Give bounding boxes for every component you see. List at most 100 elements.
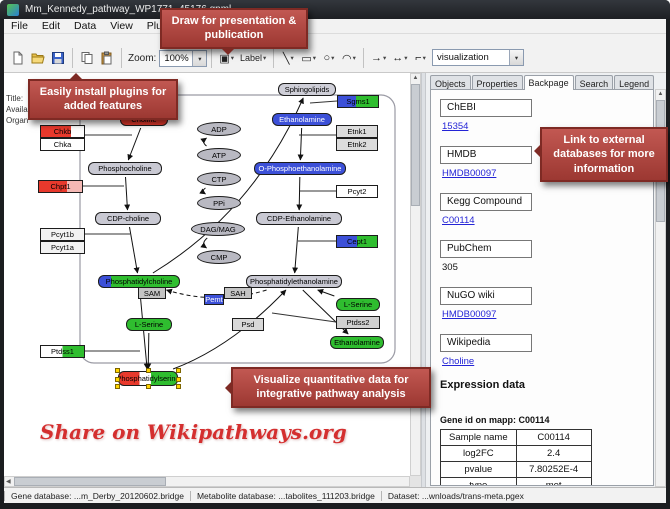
pathway-node-l-serine-left[interactable]: L-Serine: [126, 318, 172, 331]
pathway-node-cdp-ethanolamine[interactable]: CDP-Ethanolamine: [256, 212, 342, 225]
oval-tool-button[interactable]: ○▾: [319, 48, 339, 68]
database-header-wikipedia: Wikipedia: [440, 334, 532, 352]
selection-handle[interactable]: [176, 376, 181, 382]
pathway-node-psd[interactable]: Psd: [232, 318, 264, 331]
toolbar-separator: [121, 48, 122, 68]
selection-handle[interactable]: [176, 368, 181, 373]
scroll-up-icon[interactable]: ▲: [412, 75, 419, 81]
pathway-node-dag-mag[interactable]: DAG/MAG: [191, 222, 245, 236]
pathway-node-cdp-choline[interactable]: CDP-choline: [95, 212, 161, 225]
copy-button[interactable]: [77, 48, 97, 68]
paste-button[interactable]: [97, 48, 117, 68]
pathway-node-ethanolamine-right[interactable]: Ethanolamine: [330, 336, 384, 349]
scroll-left-icon[interactable]: ◀: [6, 479, 11, 485]
zoom-combobox[interactable]: 100%▾: [159, 50, 208, 67]
open-file-button[interactable]: [28, 48, 48, 68]
info-line: Title:: [6, 94, 24, 103]
scroll-up-icon[interactable]: ▲: [657, 91, 664, 97]
scroll-thumb[interactable]: [411, 84, 420, 206]
selection-handle[interactable]: [115, 368, 120, 373]
label-tool-button[interactable]: Label▾: [237, 48, 269, 68]
pathway-node-chpt1[interactable]: Chpt1: [38, 180, 83, 193]
pathway-node-ethanolamine-top[interactable]: Ethanolamine: [272, 113, 332, 126]
paste-icon: [100, 51, 114, 65]
database-header-kegg-compound: Kegg Compound: [440, 193, 532, 211]
zoom-label: Zoom:: [128, 53, 157, 64]
tab-search[interactable]: Search: [574, 75, 614, 90]
pathway-node-pcyt1b[interactable]: Pcyt1b: [40, 228, 85, 241]
save-file-button[interactable]: [48, 48, 68, 68]
pathway-node-sah[interactable]: SAH: [224, 287, 252, 299]
pathway-node-phosphocholine[interactable]: Phosphocholine: [88, 162, 162, 175]
tab-legend[interactable]: Legend: [614, 75, 655, 90]
pathway-node-etnk2[interactable]: Etnk2: [336, 138, 378, 151]
pathway-node-adp[interactable]: ADP: [197, 122, 241, 136]
gene-id-line: Gene id on mapp: C00114: [440, 415, 550, 425]
pathway-node-pcyt1a[interactable]: Pcyt1a: [40, 241, 85, 254]
menu-data[interactable]: Data: [74, 20, 97, 32]
chevron-down-icon[interactable]: ▾: [509, 50, 523, 65]
pathway-node-pemt[interactable]: Pemt: [204, 294, 224, 305]
pathway-node-sam[interactable]: SAM: [138, 287, 166, 299]
pathway-node-pcyt2[interactable]: Pcyt2: [336, 185, 378, 198]
table-cell: 2.4: [515, 445, 592, 462]
menu-edit[interactable]: Edit: [41, 20, 61, 32]
rectangle-tool-button[interactable]: ▭▾: [298, 48, 319, 68]
pathway-node-etnk1[interactable]: Etnk1: [336, 125, 378, 138]
double-connector-tool-button[interactable]: ↔▾: [389, 48, 410, 68]
selection-handle[interactable]: [146, 368, 151, 373]
chevron-down-icon: ▾: [290, 55, 294, 62]
pathway-node-ptdss1[interactable]: Ptdss1: [40, 345, 85, 358]
line-tool-icon: ╲: [282, 52, 290, 65]
arc-tool-button[interactable]: ◠▾: [339, 48, 359, 68]
pathway-node-sphingolipids[interactable]: Sphingolipids: [278, 83, 336, 96]
canvas-vertical-scrollbar[interactable]: ▲: [410, 73, 421, 476]
selection-handle[interactable]: [146, 384, 151, 389]
table-cell: pvalue: [440, 461, 517, 478]
chevron-down-icon: ▾: [404, 55, 408, 62]
info-line: Availa: [6, 105, 28, 114]
line-tool-button[interactable]: ╲▾: [278, 48, 298, 68]
scroll-thumb[interactable]: [13, 477, 166, 486]
database-link[interactable]: 15354: [442, 121, 469, 132]
pathway-node-l-serine-right[interactable]: L-Serine: [336, 298, 380, 311]
pathway-node-cmp[interactable]: CMP: [197, 250, 241, 264]
pathway-node-ptdss2[interactable]: Ptdss2: [336, 316, 380, 329]
title-bar[interactable]: Mm_Kennedy_pathway_WP1771_45176.gpml: [0, 0, 670, 19]
chevron-down-icon: ▾: [231, 54, 234, 62]
database-link[interactable]: HMDB00097: [442, 309, 497, 320]
pathway-node-chka[interactable]: Chka: [40, 138, 85, 151]
datanode-tool-button[interactable]: ▣▾: [216, 48, 237, 68]
pathway-node-atp[interactable]: ATP: [197, 148, 241, 162]
canvas-horizontal-scrollbar[interactable]: ◀: [4, 476, 410, 487]
pathway-node-phosphatidylethanolamine[interactable]: Phosphatidylethanolamine: [246, 275, 342, 288]
connector-tool-button[interactable]: →▾: [368, 48, 389, 68]
pathway-node-ctp[interactable]: CTP: [197, 172, 241, 186]
selection-handle[interactable]: [176, 384, 181, 389]
database-link[interactable]: Choline: [442, 356, 475, 367]
pathway-node-sgms1[interactable]: Sgms1: [337, 95, 379, 108]
pathway-node-ppi[interactable]: PPi: [197, 196, 241, 210]
selection-handle[interactable]: [115, 384, 120, 389]
tab-objects[interactable]: Objects: [430, 75, 471, 90]
pathway-canvas[interactable]: SphingolipidsSgms1CholineEthanolamineChk…: [4, 73, 410, 476]
tab-properties[interactable]: Properties: [471, 75, 523, 90]
database-link[interactable]: HMDB00097: [442, 168, 497, 179]
elbow-connector-tool-button[interactable]: ⌐▾: [411, 48, 431, 68]
tab-backpage[interactable]: Backpage: [523, 75, 574, 90]
visualization-combobox[interactable]: visualization▾: [432, 49, 524, 66]
selection-handle[interactable]: [115, 376, 120, 382]
chevron-down-icon[interactable]: ▾: [192, 51, 207, 66]
panel-splitter[interactable]: [421, 73, 426, 487]
menu-view[interactable]: View: [110, 20, 133, 32]
pathway-node-cept1[interactable]: Cept1: [336, 235, 378, 248]
database-link[interactable]: C00114: [442, 215, 475, 226]
pathway-node-chkb[interactable]: Chkb: [40, 125, 85, 138]
scrollbar-corner: [410, 476, 421, 487]
menu-file[interactable]: File: [11, 20, 28, 32]
pathway-node-o-phosphoethanolamine[interactable]: O-Phosphoethanolamine: [254, 162, 346, 175]
new-file-button[interactable]: [8, 48, 28, 68]
